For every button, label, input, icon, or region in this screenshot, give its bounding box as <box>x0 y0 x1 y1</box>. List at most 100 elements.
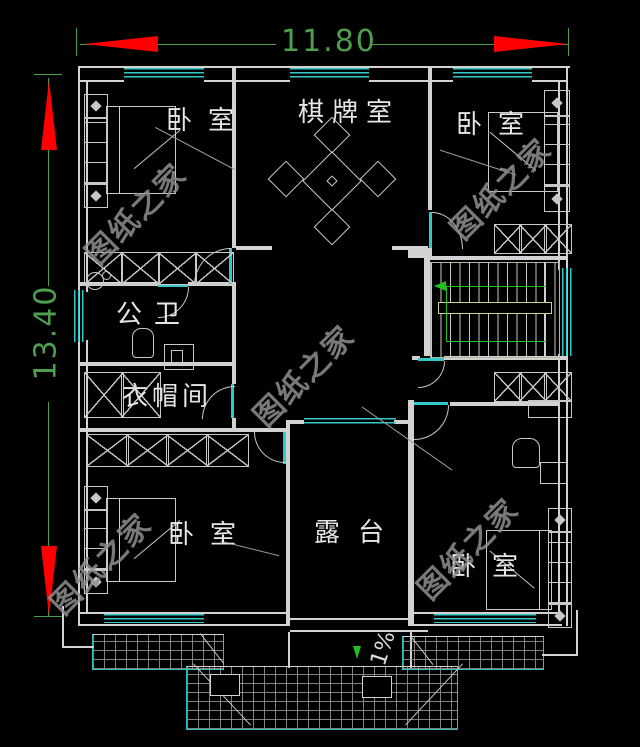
wardrobe-cell <box>158 252 197 285</box>
wall-bottom-right-outer <box>412 624 562 626</box>
room-label-cloakroom: 衣帽间 <box>122 382 213 412</box>
bed <box>488 112 558 192</box>
wall-cloak-south <box>78 428 290 432</box>
window-top-center <box>290 68 369 79</box>
bed <box>106 106 181 194</box>
bedside-cabinet <box>548 532 572 604</box>
stair-direction-line-left <box>446 286 447 342</box>
watermark: 图纸之家 <box>246 318 363 435</box>
bedside-cabinet <box>84 118 108 184</box>
width-dimension-label: 11.80 <box>281 24 377 59</box>
nightstand <box>548 604 572 628</box>
nightstand-star-icon <box>551 97 563 109</box>
staircase-handrail <box>438 302 552 314</box>
window-left-bathroom <box>74 290 84 342</box>
room-label-bedroom-tr: 卧室 <box>456 110 541 140</box>
nightstand <box>548 508 572 532</box>
nightstand <box>84 486 108 510</box>
bed-headboard-line <box>119 499 120 581</box>
wall-top-inner-2 <box>204 80 290 82</box>
wardrobe-cell <box>166 434 209 467</box>
stair-direction-line-top <box>446 286 546 287</box>
chair <box>267 160 305 198</box>
bed-headboard-line <box>119 107 120 193</box>
left-dim-tick-top <box>34 74 62 75</box>
stair-direction-line-bottom <box>446 341 546 342</box>
wall-bottom-left-outer <box>78 624 290 626</box>
wardrobe-cell <box>126 434 169 467</box>
wardrobe-cell <box>206 434 249 467</box>
mahjong-table <box>302 151 362 211</box>
dim-arrow-right-icon <box>494 36 568 52</box>
wall-stair-corner-block <box>408 246 428 258</box>
window-terrace-sliding-door <box>304 418 396 426</box>
chair <box>313 208 351 246</box>
wardrobe-cell <box>519 372 547 402</box>
wall-bottom-left-inner <box>80 612 288 614</box>
wall-hall-west-2 <box>232 418 236 432</box>
bed-headboard-line <box>544 113 545 191</box>
nightstand-star-icon <box>554 610 566 622</box>
wall-stair-south-2 <box>444 356 568 360</box>
nightstand <box>84 94 108 118</box>
room-label-terrace: 露台 <box>314 518 403 548</box>
room-label-bedroom-bl: 卧室 <box>168 520 253 550</box>
roof-column <box>362 676 392 698</box>
wardrobe-cell <box>195 252 234 285</box>
window-bottom-left <box>104 614 204 623</box>
dim-arrow-down-icon <box>41 546 57 616</box>
footprint-step-left-v <box>62 606 64 648</box>
footprint-step-right-v <box>576 610 578 656</box>
footprint-step-right-h <box>542 654 578 656</box>
cabinet-under-stairs <box>528 400 572 418</box>
wardrobe-cell <box>544 372 572 402</box>
wardrobe-cell <box>544 224 572 254</box>
wall-stair-north <box>428 256 568 260</box>
wall-bed-br-north <box>450 402 560 406</box>
wall-game-east-2 <box>428 248 432 260</box>
wall-game-south-stub-left <box>236 246 272 250</box>
door-leaf-bathroom <box>158 284 188 287</box>
left-dim-tick-bottom <box>34 616 62 617</box>
wall-stair-west <box>424 258 430 356</box>
bathroom-cabinet-inner <box>171 350 183 364</box>
window-right-stairwell <box>562 268 572 356</box>
mahjong-table-center <box>326 175 338 187</box>
wardrobe-cell <box>494 372 522 402</box>
top-dim-line-left <box>80 44 276 45</box>
wall-terrace-south-2 <box>290 630 428 632</box>
wardrobe-cell <box>121 372 161 418</box>
wall-top-inner-1 <box>78 80 124 82</box>
wall-left-inner-2 <box>86 340 88 612</box>
wall-terrace-west <box>286 420 290 626</box>
nightstand-star-icon <box>554 514 566 526</box>
wall-terrace-south-1 <box>290 618 410 620</box>
wall-terrace-drop-left <box>288 632 290 668</box>
roof-eaves-right <box>402 636 544 670</box>
nightstand-star-icon <box>90 492 102 504</box>
door-swing-bedroom-bl <box>254 432 285 463</box>
room-label-game-room: 棋牌室 <box>298 98 401 128</box>
slope-arrow-icon <box>353 646 361 659</box>
wall-game-east-1 <box>428 66 432 210</box>
faucet-icon <box>102 271 111 280</box>
wall-bottom-right-inner <box>414 612 560 614</box>
door-leaf-bedroom-br <box>414 402 448 405</box>
dim-arrow-up-icon <box>41 80 57 150</box>
nightstand-star-icon <box>90 100 102 112</box>
bed <box>486 530 552 610</box>
door-swing-stairs <box>418 361 445 388</box>
left-dim-line-bottom <box>48 402 49 616</box>
bed <box>106 498 181 582</box>
door-leaf-stairs <box>418 358 444 361</box>
wardrobe-cell <box>494 224 522 254</box>
stair-direction-arrow-icon <box>434 281 446 291</box>
roof-slope-label: 1% <box>366 628 401 669</box>
door-leaf-bedroom-tr <box>429 212 432 248</box>
wardrobe-cell <box>86 434 129 467</box>
top-dim-tick-right <box>568 28 569 56</box>
sink <box>86 272 104 290</box>
window-top-left <box>124 68 204 79</box>
nightstand-star-icon <box>90 190 102 202</box>
wall-left-outer <box>78 66 80 626</box>
